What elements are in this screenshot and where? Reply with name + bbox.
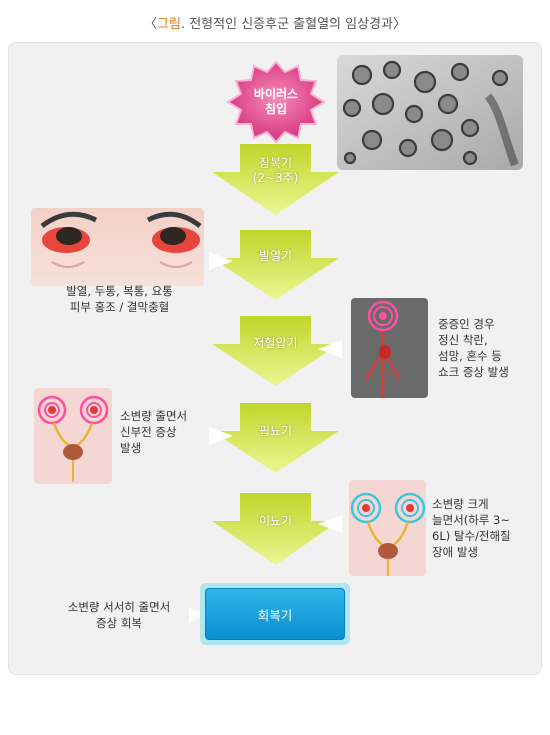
recovery-stage-box: 회복기 [200,583,350,645]
fever-note-text: 발열, 두통, 복통, 요통 피부 홍조 / 결막충혈 [66,284,173,314]
stage-label-diuresis: 이뇨기 [258,514,293,528]
stage-label-oliguria: 핍뇨기 [258,424,293,438]
oliguria-note-tail [209,427,233,445]
stage-label-hypotension: 저혈압기 [253,336,298,350]
arrow-fever [212,230,339,300]
conjunctival-eyes-illustration [31,208,204,286]
stage-arrows [212,144,339,565]
stage-label-incubation: 잠복기 (2~3주) [252,156,299,185]
recovery-stage-label: 회복기 [257,607,293,623]
diuresis-note-text: 소변량 크게 늘면서(하루 3~ 6L) 탈수/전해질 장애 발생 [432,497,511,559]
page-title: 〈그림. 전형적인 신증후군 출혈열의 임상경과〉 [144,17,406,32]
stage-label-fever: 발열기 [258,249,293,263]
arrow-oliguria [212,403,339,473]
hypotension-note-text: 중증인 경우 정신 착란, 섬망, 혼수 등 쇼크 증상 발생 [438,317,509,379]
oliguria-kidneys-illustration [34,388,112,484]
arrow-diuresis [212,493,339,565]
virus-entry-label: 바이러스 침입 [253,87,299,116]
diuresis-kidneys-illustration [349,480,426,576]
diuresis-note-tail [318,515,342,533]
title-accent: 그림 [157,17,181,32]
arrow-incubation [212,144,339,215]
fever-note-tail [209,252,233,270]
recovery-note-text: 소변량 서서히 줄면서 증상 회복 [67,600,171,630]
virus-burst [226,60,326,144]
recovery-stage-inner: 회복기 [205,588,345,640]
virus-micrograph [337,55,523,170]
oliguria-note-text: 소변량 줄면서 신부전 증상 발생 [120,409,188,455]
hypotension-note-tail [318,340,342,358]
shock-body-illustration [351,298,428,398]
arrow-hypotension [212,316,339,386]
